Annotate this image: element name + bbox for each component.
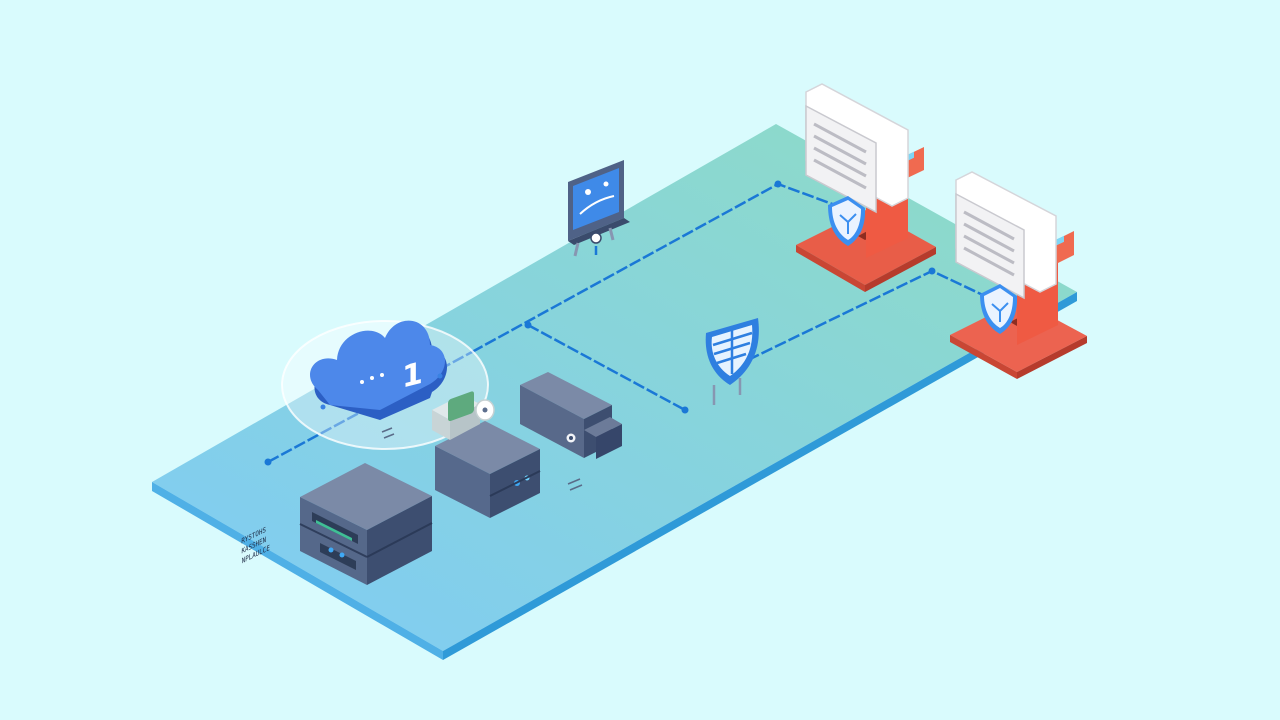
padlock-icon <box>432 391 495 440</box>
network-appliance <box>435 421 541 518</box>
monitor-icon <box>568 160 630 257</box>
document-icon <box>955 171 1057 300</box>
document-icon <box>805 83 909 214</box>
cloud-dots <box>360 373 384 384</box>
link-nodes <box>264 180 936 466</box>
sync-arrows-icon <box>381 427 583 491</box>
document-server-top <box>796 83 936 292</box>
shield-icon <box>828 196 866 246</box>
cloud-icon <box>309 320 447 420</box>
decorative-marks <box>320 373 443 410</box>
document-server-right <box>950 171 1087 379</box>
server-stack <box>299 463 433 585</box>
cloud-label: 1 <box>402 356 423 396</box>
shield-icon <box>705 318 759 405</box>
storage-box <box>520 372 622 459</box>
shield-icon <box>980 284 1018 334</box>
